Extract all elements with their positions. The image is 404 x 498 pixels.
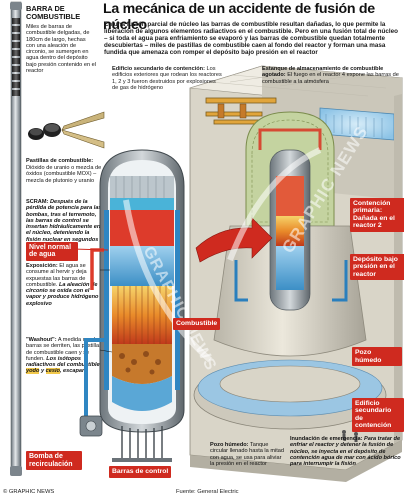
pressure-vessel-label: Depósito bajo presión en el reactor	[350, 254, 404, 281]
emergency-flooding-title: Inundación de emergencia:	[290, 436, 363, 442]
washout-text-4: escapan	[63, 368, 86, 375]
exposure-text-1: El agua se consume al hervir y deja expu…	[26, 263, 87, 288]
intro-text: En una fusión parcial de núcleo las barr…	[104, 21, 398, 57]
spent-fuel-pool-title: Estanque de almacenamiento de combustibl…	[262, 66, 384, 79]
washout-text-2: Los isótopos radiactivos del combustible	[26, 355, 100, 368]
pellets-title: Pastillas de combustible:	[26, 158, 94, 164]
washout-highlight-cesium: cesio	[45, 368, 60, 375]
fuel-pellet-tweezers	[28, 111, 105, 149]
fuel-rod-text: Miles de barras de combustible delgadas,…	[26, 24, 96, 74]
scram-block: SCRAM: Después de la pérdida de potencia…	[26, 199, 102, 243]
wet-well-title: Pozo húmedo:	[210, 442, 249, 448]
water-level-label: Nivel normal de agua	[26, 242, 78, 261]
wet-well-label: Pozo húmedo	[352, 347, 402, 367]
secondary-building-label: Edificio secundario de contención	[352, 398, 404, 432]
exposure-text-2: La aleación de circonio se oxida con el …	[26, 281, 99, 307]
secondary-building-text: Edificio secundario de contención: Los e…	[112, 66, 222, 91]
emergency-flooding-body: Para tratar de enfriar el reactor y dete…	[290, 436, 401, 467]
washout-text-1: A medida que las barras se derriten, las…	[26, 337, 102, 362]
pellets-text: Dióxido de uranio o mezcla de óxidos (co…	[26, 165, 102, 184]
washout-highlight-iodine: yodo	[26, 368, 40, 375]
wet-well-body: Tanque circular llenado hasta la mitad c…	[210, 442, 284, 467]
fuel-label: Combustible	[173, 318, 221, 330]
spent-fuel-pool-text: Estanque de almacenamiento de combustibl…	[262, 66, 402, 85]
secondary-building-title: Edificio secundario de contención:	[112, 66, 205, 72]
wet-well-text: Pozo húmedo: Tanque circular llenado has…	[210, 442, 286, 467]
emergency-flooding-text: Inundación de emergencia: Para tratar de…	[290, 436, 402, 467]
scram-text: Después de la pérdida de potencia para l…	[26, 199, 102, 243]
secondary-building-body: Los edificios exteriores que rodean los …	[112, 66, 222, 91]
exposure-block: Exposición: El agua se consume al hervir…	[26, 263, 100, 307]
footer-credit: © GRAPHIC NEWS	[3, 489, 55, 495]
washout-block: "Washout": A medida que las barras se de…	[26, 337, 102, 375]
footer-source: Fuente: General Electric	[176, 489, 239, 495]
control-rods-label: Barras de control	[109, 466, 172, 478]
washout-text-3: y	[40, 368, 45, 375]
page-title: La mecánica de un accidente de fusión de…	[103, 1, 375, 33]
scram-title: SCRAM:	[26, 199, 49, 205]
washout-title: "Washout":	[26, 337, 57, 343]
recirculation-pump-label: Bomba de recirculación	[26, 451, 82, 471]
spent-fuel-pool-body: El fuego en el reactor 4 expone las barr…	[262, 72, 399, 85]
exposure-title: Exposición:	[26, 263, 58, 269]
fuel-rod-title: BARRA DE COMBUSTIBLE	[26, 4, 81, 22]
primary-containment-label: Contención primaria: Dañada en el reacto…	[350, 198, 404, 232]
fuel-rod-illustration	[10, 1, 22, 476]
